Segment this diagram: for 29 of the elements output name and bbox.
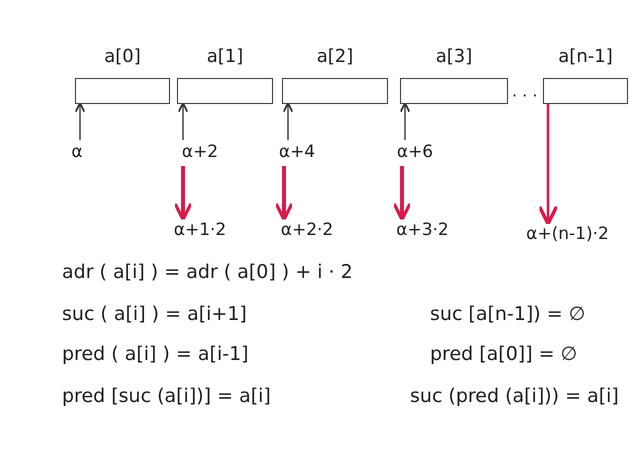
formula-label: suc [a[n-1]) = ∅ bbox=[430, 302, 586, 327]
address-label: α+2 bbox=[182, 141, 218, 164]
address-label: α+3·2 bbox=[396, 219, 449, 242]
formula-label: pred [a[0]] = ∅ bbox=[430, 342, 578, 367]
formula-label: suc (pred (a[i])) = a[i] bbox=[410, 384, 619, 409]
cell-label: a[0] bbox=[104, 45, 141, 69]
ellipsis-label: · · · bbox=[512, 85, 538, 107]
address-label: α+1·2 bbox=[174, 219, 226, 242]
arrow bbox=[274, 166, 294, 222]
arrow bbox=[392, 166, 412, 222]
address-label: α+2·2 bbox=[280, 219, 334, 242]
address-label: α+(n-1)·2 bbox=[526, 223, 609, 246]
address-label: α+4 bbox=[278, 141, 316, 164]
formula-label: suc ( a[i] ) = a[i+1] bbox=[62, 302, 247, 327]
arrow bbox=[400, 102, 410, 140]
arrow bbox=[538, 104, 558, 226]
formula-label: pred ( a[i] ) = a[i-1] bbox=[62, 342, 249, 367]
address-label: α bbox=[71, 141, 83, 164]
cell-label: a[2] bbox=[316, 45, 354, 69]
arrow bbox=[282, 102, 294, 140]
arrow bbox=[178, 102, 188, 140]
formula-label: pred [suc (a[i])] = a[i] bbox=[62, 384, 271, 409]
cell-label: a[n-1] bbox=[558, 45, 613, 69]
arrow bbox=[173, 166, 193, 222]
formula-label: adr ( a[i] ) = adr ( a[0] ) + i · 2 bbox=[62, 260, 353, 285]
address-label: α+6 bbox=[396, 141, 434, 164]
cell-label: a[1] bbox=[206, 45, 244, 69]
arrow bbox=[74, 102, 86, 140]
cell-label: a[3] bbox=[436, 45, 472, 69]
